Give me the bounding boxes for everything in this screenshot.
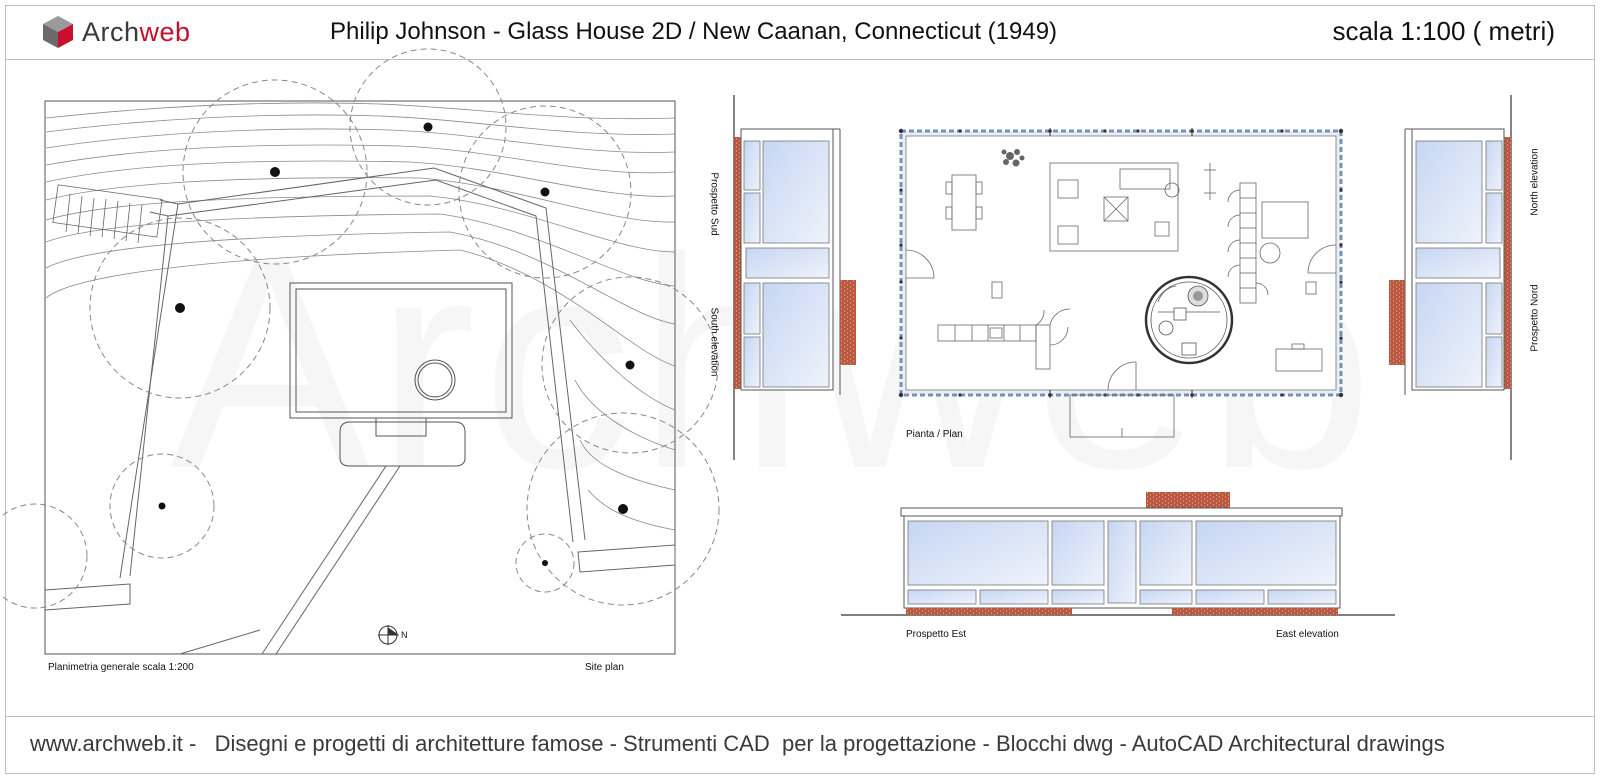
north-label: N <box>401 630 408 640</box>
drawing-scale: scala 1:100 ( metri) <box>1332 16 1555 46</box>
bathroom-cylinder <box>1144 275 1234 365</box>
north-elevation-label-en: North elevation <box>1529 148 1541 216</box>
footer-text[interactable]: www.archweb.it - Disegni e progetti di a… <box>30 731 1445 756</box>
south-elevation-label-it: Prospetto Sud <box>708 172 720 236</box>
section-marks <box>1049 128 1193 398</box>
driveway <box>44 167 676 655</box>
logo-wordmark: Archweb <box>82 16 191 47</box>
north-elevation-drawing <box>1389 95 1512 460</box>
plan-furniture <box>905 162 1337 438</box>
contour-lines <box>45 102 676 531</box>
floor-plan <box>898 128 1344 438</box>
site-plan-label: Planimetria generale scala 1:200 <box>48 662 194 673</box>
logo-cube-icon <box>43 16 73 48</box>
east-elevation-drawing <box>841 492 1395 616</box>
plant-icon <box>1001 149 1025 167</box>
site-plan <box>0 48 720 655</box>
north-elevation-label-it: Prospetto Nord <box>1529 284 1541 352</box>
east-elevation-label-en: East elevation <box>1276 629 1339 640</box>
south-elevation-label-en: South elevation <box>708 307 720 377</box>
tree-canopies <box>0 48 720 609</box>
north-arrow-icon <box>378 625 400 645</box>
east-elevation-label-it: Prospetto Est <box>906 629 967 640</box>
stairs <box>52 184 163 244</box>
header-divider <box>5 59 1595 60</box>
footer-divider <box>5 716 1595 717</box>
plan-label: Pianta / Plan <box>906 429 963 440</box>
page-frame <box>5 5 1595 774</box>
archweb-logo[interactable]: Archweb <box>40 12 191 52</box>
south-elevation-drawing <box>733 95 856 460</box>
site-house <box>289 282 513 467</box>
plan-columns <box>898 128 1344 398</box>
drawing-title: Philip Johnson - Glass House 2D / New Ca… <box>330 18 1058 45</box>
site-plan-label-en: Site plan <box>585 662 624 673</box>
tree-trunks <box>158 122 635 566</box>
